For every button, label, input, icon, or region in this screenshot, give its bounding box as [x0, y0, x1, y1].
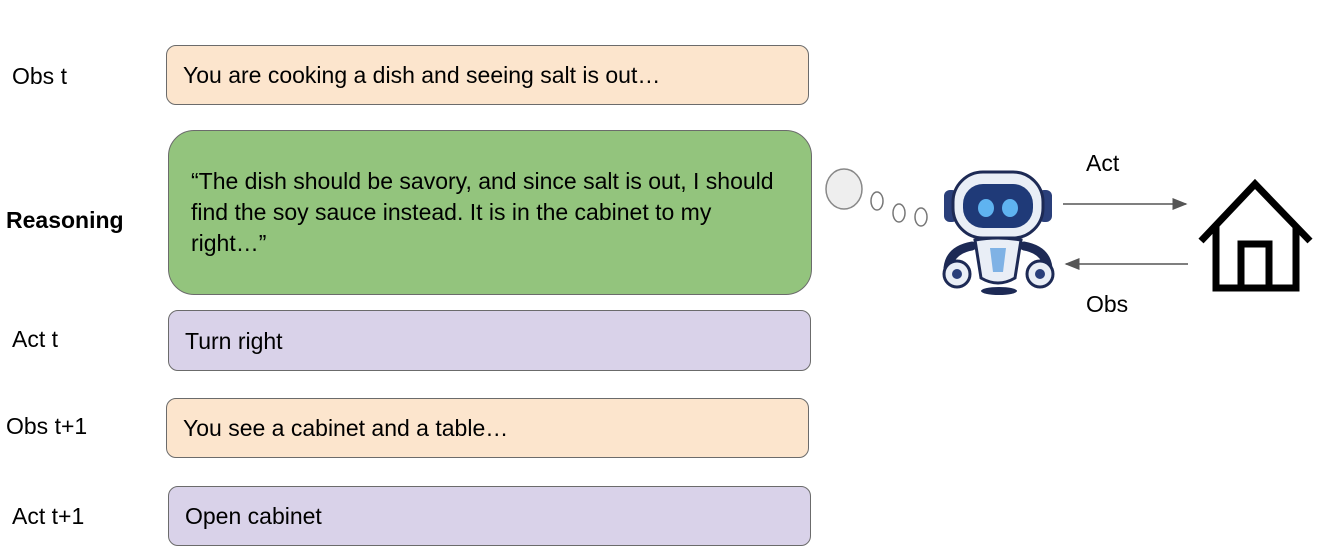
obs-t1-text: You see a cabinet and a table… [183, 415, 509, 441]
act-t1-text: Open cabinet [185, 503, 322, 529]
obs-t-box: You are cooking a dish and seeing salt i… [166, 45, 809, 105]
reasoning-text: “The dish should be savory, and since sa… [191, 168, 774, 256]
row-label-obs-t: Obs t [12, 63, 67, 89]
obs-t-text: You are cooking a dish and seeing salt i… [183, 62, 661, 88]
reasoning-box: “The dish should be savory, and since sa… [168, 130, 812, 295]
obs-label: Obs [1086, 291, 1129, 317]
obs-t1-box: You see a cabinet and a table… [166, 398, 809, 458]
house-icon [1198, 178, 1313, 292]
act-t-box: Turn right [168, 310, 811, 371]
row-label-obs-t1: Obs t+1 [6, 413, 88, 439]
act-label: Act [1086, 150, 1120, 176]
row-label-act-t: Act t [12, 326, 59, 352]
act-t1-box: Open cabinet [168, 486, 811, 546]
robot-icon [942, 170, 1055, 295]
row-label-reasoning: Reasoning [6, 207, 124, 233]
row-label-act-t1: Act t+1 [12, 503, 85, 529]
act-t-text: Turn right [185, 327, 283, 354]
thought-bubble-icon [825, 168, 928, 227]
